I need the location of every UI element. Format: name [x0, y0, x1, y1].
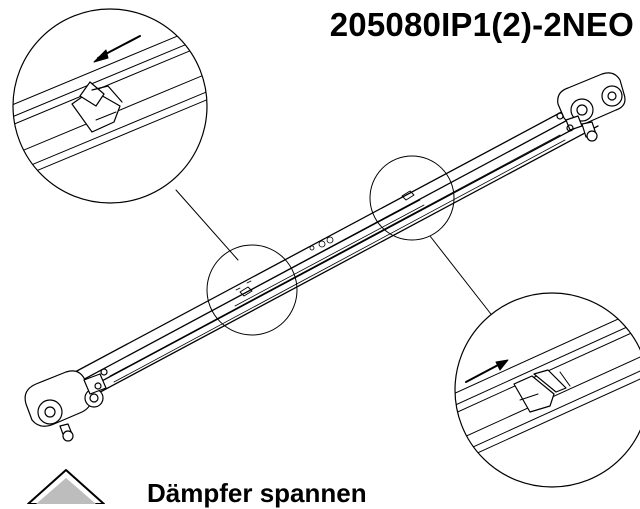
leader-lines [175, 189, 495, 319]
part-number-title: 205080IP1(2)-2NEO [329, 6, 634, 43]
right-roller-carriage [556, 72, 626, 142]
detail-marker-right [369, 155, 455, 241]
detail-marker-left [206, 244, 298, 336]
instruction-caption: Dämpfer spannen [147, 478, 367, 508]
left-detail-view [12, 8, 208, 204]
right-detail-view [454, 292, 640, 488]
left-roller-carriage [24, 368, 108, 442]
warning-triangle-icon [27, 469, 105, 504]
damper-rail [59, 99, 599, 406]
